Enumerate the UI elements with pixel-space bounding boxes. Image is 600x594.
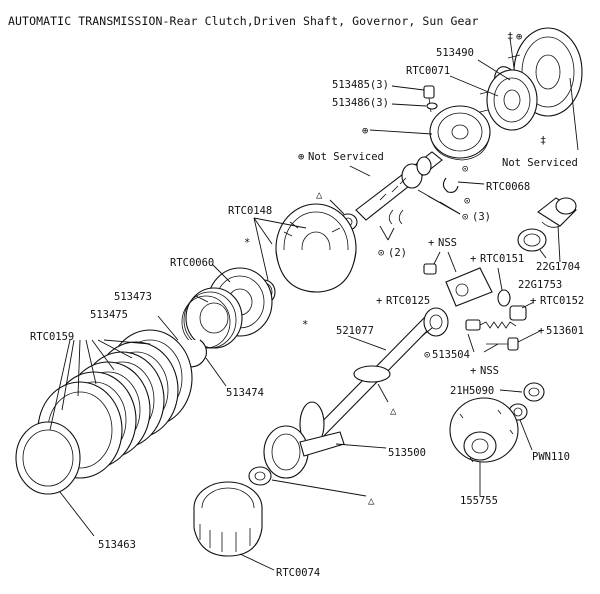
governor-weight-part: [423, 263, 437, 275]
flange-part: [449, 397, 519, 463]
symbol-plus-nss-2: +: [470, 365, 476, 377]
label-rtc0068: RTC0068: [486, 181, 530, 193]
label-nss-1: NSS: [438, 237, 457, 249]
page-title: AUTOMATIC TRANSMISSION-Rear Clutch,Drive…: [8, 14, 479, 28]
clutch-piston-part: [479, 69, 538, 131]
symbol-circle-plus-not-serviced: ⊕: [298, 151, 304, 163]
sealing-rings-part: [388, 209, 404, 225]
symbol-circle-dot-b: ⊙: [464, 195, 470, 207]
clutch-hub-part: [429, 105, 491, 161]
label-two: (2): [388, 247, 407, 259]
symbol-triangle-b: △: [390, 405, 397, 417]
label-513485: 513485(3): [332, 79, 389, 91]
label-513474: 513474: [226, 387, 264, 399]
label-rtc0151: RTC0151: [480, 253, 524, 265]
label-rtc0125: RTC0125: [386, 295, 430, 307]
clutch-plates-stack-part: [37, 329, 193, 479]
label-not-serviced-1: Not Serviced: [308, 151, 384, 163]
washer-part: [426, 102, 438, 110]
label-not-serviced-2: Not Serviced: [502, 157, 578, 169]
label-rtc0148: RTC0148: [228, 205, 272, 217]
symbol-dagger-right: ‡: [540, 135, 546, 147]
governor-body-part: [445, 267, 493, 307]
symbol-asterisk-b: *: [302, 319, 308, 331]
symbol-triangle-a: △: [316, 189, 323, 201]
symbol-circle-plus: ⊕: [362, 125, 368, 137]
symbol-plus-rtc0151: +: [470, 253, 476, 265]
thrust-washer-part: [248, 466, 272, 486]
forward-clutch-drum-part: [275, 203, 357, 293]
driven-shaft-part: [355, 151, 443, 221]
label-521077: 521077: [336, 325, 374, 337]
symbol-plus-rtc0152: +: [530, 295, 536, 307]
label-513504: 513504: [432, 349, 470, 361]
label-nss-2: NSS: [480, 365, 499, 377]
label-21h5090: 21H5090: [450, 385, 494, 397]
label-22g1753: 22G1753: [518, 279, 562, 291]
symbol-plus-513601: +: [538, 325, 544, 337]
part-labels: ⊕ ‡ 513490 RTC0071 513485(3) 513486(3) ⊕…: [30, 31, 584, 579]
symbol-triangle-c: △: [368, 495, 375, 507]
nut-part: [523, 382, 545, 402]
label-513486: 513486(3): [332, 97, 389, 109]
sleeve-part: [537, 197, 577, 228]
clutch-spring-part: [181, 287, 243, 349]
label-513490: 513490: [436, 47, 474, 59]
label-rtc0074: RTC0074: [276, 567, 320, 579]
symbol-circle-dot-a: ⊙: [462, 163, 468, 175]
symbol-plus-rtc0125: +: [376, 295, 382, 307]
seal-part: [497, 289, 511, 307]
symbol-circle-dot-c: ⊙: [462, 211, 468, 223]
pressure-plate-part: [15, 421, 81, 495]
symbol-circle-dot-d: ⊙: [378, 247, 384, 259]
label-rtc0159: RTC0159: [30, 331, 74, 343]
label-pwn110: PWN110: [532, 451, 570, 463]
label-rtc0071: RTC0071: [406, 65, 450, 77]
leader-lines: [49, 37, 579, 571]
label-rtc0060: RTC0060: [170, 257, 214, 269]
bolt-part: [423, 85, 435, 113]
sun-gear-part: [263, 425, 345, 479]
symbol-circle-plus-label: ⊕: [516, 31, 522, 43]
symbol-asterisk-a: *: [244, 237, 250, 249]
bush-part: [517, 228, 547, 252]
label-513473: 513473: [114, 291, 152, 303]
label-513500: 513500: [388, 447, 426, 459]
label-513601: 513601: [546, 325, 584, 337]
label-155755: 155755: [460, 495, 498, 507]
symbol-circle-dot-e: ⊙: [424, 349, 430, 361]
governor-drive-gear-part: [423, 307, 449, 337]
label-three: (3): [472, 211, 491, 223]
symbol-dagger-top: ‡: [507, 31, 513, 43]
label-513463: 513463: [98, 539, 136, 551]
plug-part: [509, 305, 527, 321]
label-rtc0152: RTC0152: [540, 295, 584, 307]
label-22g1704: 22G1704: [536, 261, 580, 273]
snap-ring-part: [442, 177, 459, 193]
output-shaft-part: [299, 317, 433, 447]
label-513475: 513475: [90, 309, 128, 321]
symbol-plus-nss-1: +: [428, 237, 434, 249]
governor-valve-part: [465, 319, 517, 331]
annulus-part: [193, 481, 263, 557]
